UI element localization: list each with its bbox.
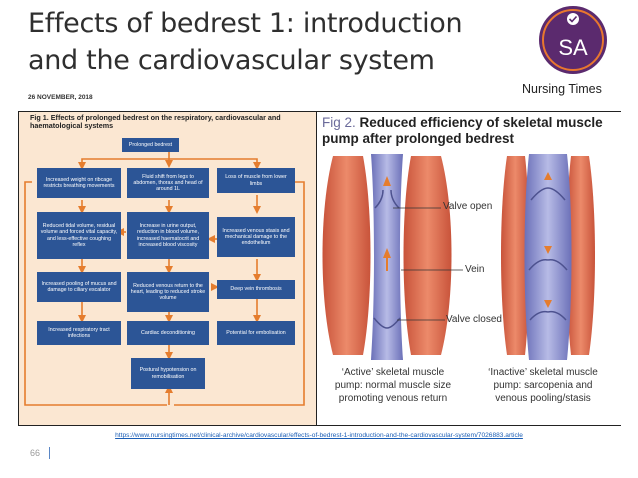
active-flow-arrow-mid bbox=[383, 248, 391, 258]
inactive-flow-arrow-2 bbox=[544, 246, 552, 254]
inactive-flow-arrow-3 bbox=[544, 300, 552, 308]
publication-date: 26 NOVEMBER, 2018 bbox=[28, 94, 93, 101]
fig1-box-ribcage: Increased weight on ribcage restricts br… bbox=[37, 168, 121, 198]
label-vein: Vein bbox=[465, 264, 485, 275]
fig1-box-mucus-pooling: Increased pooling of mucus and damage to… bbox=[37, 272, 121, 302]
fig2-title-text: Reduced efficiency of skeletal muscle pu… bbox=[322, 115, 603, 146]
fig1-box-prolonged-bedrest: Prolonged bedrest bbox=[122, 138, 179, 152]
active-right-muscle bbox=[403, 156, 452, 355]
caption-active-pump: ‘Active’ skeletal muscle pump: normal mu… bbox=[334, 367, 452, 404]
active-flow-arrow-top bbox=[383, 176, 391, 186]
fig1-box-fluid-shift: Fluid shift from legs to abdomen, thorax… bbox=[127, 168, 209, 198]
source-link[interactable]: https://www.nursingtimes.net/clinical-ar… bbox=[115, 432, 523, 439]
fig1-box-embolisation: Potential for embolisation bbox=[217, 321, 295, 345]
active-left-muscle bbox=[322, 156, 371, 355]
logo-text: SA bbox=[558, 35, 588, 60]
slide-number: 66 bbox=[30, 448, 41, 458]
fig1-box-dvt: Deep vein thrombosis bbox=[217, 280, 295, 299]
fig2-label: Fig 2. bbox=[322, 115, 356, 130]
inactive-vein bbox=[524, 154, 572, 360]
fig1-box-tidal-volume: Reduced tidal volume, residual volume an… bbox=[37, 212, 121, 259]
fig1-arrows bbox=[24, 152, 305, 406]
fig1-box-venous-return: Reduced venous return to the heart, lead… bbox=[127, 272, 209, 312]
nursing-times-logo: SA bbox=[539, 6, 607, 74]
inactive-valve-3 bbox=[529, 310, 567, 321]
fig1-box-muscle-loss: Loss of muscle from lower limbs bbox=[217, 168, 295, 193]
fig2-title: Fig 2. Reduced efficiency of skeletal mu… bbox=[322, 115, 618, 147]
active-valve-closed bbox=[373, 317, 401, 329]
brand-name: Nursing Times bbox=[522, 82, 602, 96]
fig1-title: Fig 1. Effects of prolonged bedrest on t… bbox=[30, 113, 281, 131]
inactive-valve-2 bbox=[528, 258, 568, 271]
inactive-valve-1 bbox=[530, 187, 566, 201]
caption-inactive-pump: ‘Inactive’ skeletal muscle pump: sarcope… bbox=[488, 367, 598, 404]
slide-title-line2: and the cardiovascular system bbox=[28, 45, 435, 76]
inactive-right-muscle bbox=[566, 156, 595, 355]
slide-number-divider bbox=[49, 447, 50, 459]
inactive-left-muscle bbox=[501, 156, 530, 355]
fig1-box-postural-hypotension: Postural hypotension on remobilisation bbox=[131, 358, 205, 389]
fig1-box-venous-stasis: Increased venous stasis and mechanical d… bbox=[217, 217, 295, 257]
fig2-illustration bbox=[322, 154, 595, 360]
fig1-box-cardiac-deconditioning: Cardiac deconditioning bbox=[127, 321, 209, 345]
active-flow-shaft-mid bbox=[386, 257, 388, 271]
active-valve-open bbox=[374, 189, 400, 209]
fig1-box-respiratory-infections: Increased respiratory tract infections bbox=[37, 321, 121, 345]
fig1-box-urine-output: Increase in urine output, reduction in b… bbox=[127, 212, 209, 259]
slide-title-line1: Effects of bedrest 1: introduction bbox=[28, 8, 463, 39]
label-valve-open: Valve open bbox=[443, 201, 493, 212]
inactive-flow-arrow-1 bbox=[544, 172, 552, 180]
label-valve-closed: Valve closed bbox=[446, 314, 502, 325]
